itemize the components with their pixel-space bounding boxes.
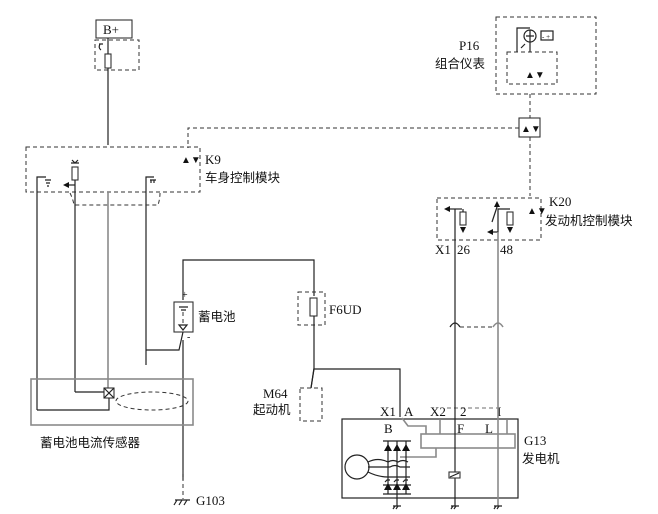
svg-text:- +: - + (542, 33, 550, 41)
gen-conn-x2: X2 (430, 404, 446, 419)
ground-code: G103 (196, 493, 225, 508)
gen-conn-2: 2 (460, 404, 467, 419)
bplus-label: B+ (103, 22, 119, 37)
fuse-icon (309, 297, 318, 317)
data-bus-icon: ▲▼ (181, 155, 201, 166)
fuse-housing (297, 291, 326, 326)
serial-data-connector: ▲▼ (187, 117, 541, 196)
data-bus-icon: ▲▼ (527, 206, 547, 217)
battery-warning-icon (540, 30, 554, 41)
bplus-fuse-housing (94, 39, 140, 71)
battery-name: 蓄电池 (198, 309, 236, 324)
output-arrow-icon (444, 206, 450, 212)
ground-icon (45, 179, 51, 187)
diode-icon (384, 444, 410, 451)
input-arrow-icon (494, 201, 500, 207)
fuse-icon (104, 53, 112, 69)
fuse-f6ud: F6UD (297, 291, 362, 389)
ground-icon (493, 505, 502, 510)
fuse-code: F6UD (329, 302, 362, 317)
k9-code: K9 (205, 152, 221, 167)
bplus-block: B+ (94, 19, 140, 145)
bplus-box (95, 19, 133, 39)
gen-term-l: L (485, 421, 493, 436)
starter-housing (299, 387, 323, 422)
chassis-ground-icon (150, 179, 156, 183)
k20-housing (436, 197, 542, 241)
p16-code: P16 (459, 38, 480, 53)
ground-g103: G103 (173, 470, 225, 508)
zener-diode-icon (384, 483, 410, 490)
fusible-link-icon (98, 43, 103, 51)
generator-g13: X1 A X2 2 I B F L G13 发电机 (341, 400, 560, 510)
gen-term-b: B (384, 421, 393, 436)
k9-name: 车身控制模块 (205, 170, 281, 185)
resistor-icon (459, 211, 467, 226)
data-bus-line-k9 (187, 127, 519, 148)
sensor-name: 蓄电池电流传感器 (40, 435, 141, 450)
battery-minus: - (187, 332, 190, 343)
resistor-icon (506, 211, 514, 226)
starter-code: M64 (263, 386, 288, 401)
battery-plus: + (182, 290, 188, 301)
p16-inner-housing (506, 51, 558, 85)
k20-code: K20 (549, 194, 571, 209)
starter-motor: M64 起动机 (253, 368, 401, 422)
ground-icon (173, 499, 190, 506)
sensor-housing (30, 378, 194, 426)
k20-pin-26: 26 (457, 242, 471, 257)
ground-icon (450, 505, 459, 510)
p16-name: 组合仪表 (435, 56, 486, 71)
generator-housing (341, 418, 519, 499)
starter-name: 起动机 (253, 402, 291, 417)
battery-current-sensor: 蓄电池电流传感器 (30, 378, 194, 450)
battery: + - 蓄电池 (146, 259, 315, 480)
resistor-icon (71, 166, 79, 181)
input-arrow-icon (63, 182, 69, 188)
gen-term-f: F (457, 421, 464, 436)
pullup-arrow-icon (71, 159, 79, 164)
k9-body-control-module: ▲▼ K9 车身控制模块 (25, 146, 281, 410)
ground-icon (392, 505, 401, 510)
gen-conn-x1: X1 (380, 404, 396, 419)
k9-housing (25, 146, 201, 193)
k20-pin-x1: X1 (435, 242, 451, 257)
gen-conn-i: I (497, 404, 501, 419)
gen-conn-a: A (404, 404, 414, 419)
shield-twisted-pair (69, 192, 161, 206)
p16-housing (495, 16, 597, 95)
voltage-regulator (420, 433, 516, 449)
k20-engine-control-module: ▲▼ K20 发动机控制模块 X1 26 48 (435, 194, 633, 400)
gen-name: 发电机 (522, 451, 560, 466)
data-bus-icon: ▲▼ (525, 70, 545, 81)
p16-instrument-cluster: - + ▲▼ P16 组合仪表 (435, 16, 597, 118)
stator-icon (344, 454, 370, 480)
k20-pin-48: 48 (500, 242, 513, 257)
sensor-loop (115, 391, 189, 411)
data-bus-icon: ▲▼ (521, 124, 541, 135)
gen-code: G13 (524, 433, 546, 448)
k20-name: 发动机控制模块 (545, 213, 633, 228)
